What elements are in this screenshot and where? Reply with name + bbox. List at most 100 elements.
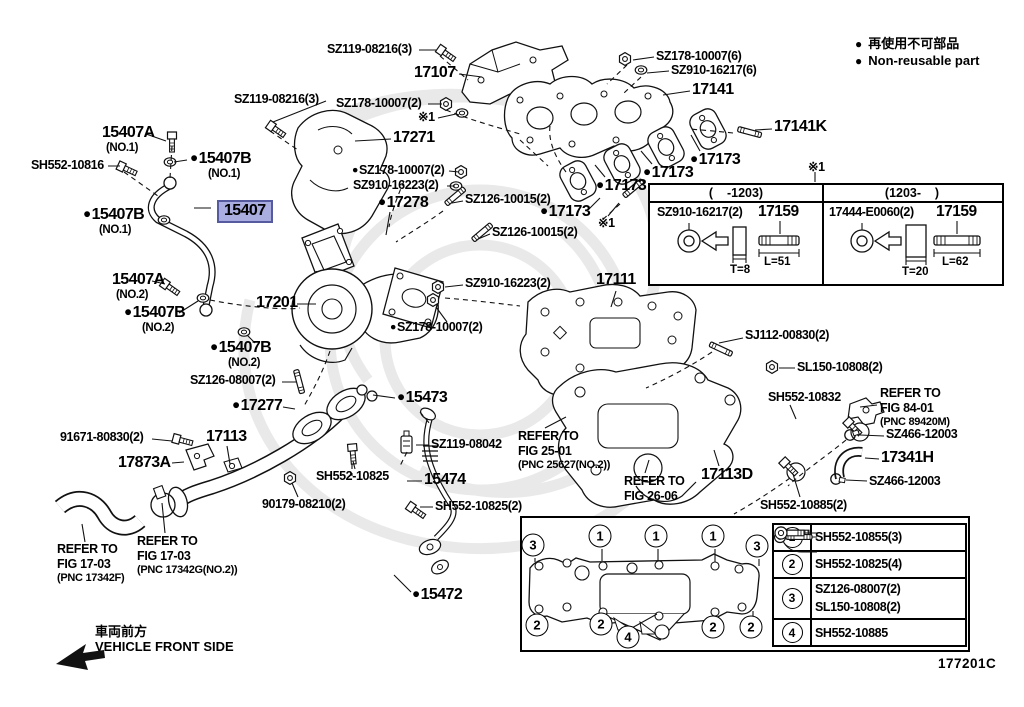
part-number-text: 17173 [698,151,741,168]
part-number-text: SZ466-12003 [886,427,958,441]
figure-code: 177201C [938,656,997,671]
variant-table-divider [822,185,824,284]
part-number-text: ※1 [808,160,825,174]
part-label-15407b: ●15407B [210,339,272,356]
part-label-17201: 17201 [256,295,298,311]
part-number-text: SZ466-12003 [869,474,941,488]
part-label-17141k: 17141K [774,118,827,135]
part-label-17271: 17271 [393,130,435,146]
part-number-text: 91671-80830(2) [60,430,144,444]
non-reusable-bullet: ● [232,397,240,412]
part-label-sz178-10007-2: SZ178-10007(2) [336,97,422,110]
variant-table: ( -1203) (1203- ) SZ910-16217(2) 17159 1… [648,183,1004,286]
part-number-text: 15473 [405,389,448,406]
variant-length-early: L=51 [764,256,791,268]
part-label-sl150-10808-2: SL150-10808(2) [797,361,883,374]
variant-table-icons [677,221,981,265]
hose-fig1703 [54,490,146,536]
part-label-90179-08210-2: 90179-08210(2) [262,497,346,511]
part-number-text: SZ119-08216(3) [234,92,319,106]
part-number-text: 15407B [198,150,252,167]
non-reusable-bullet: ● [855,37,863,51]
part-label-sh552-10825: SH552-10825 [316,470,389,483]
part-number-text: SH552-10825 [316,469,389,483]
part-number-text: 17173 [548,203,591,220]
part-label-15407b: ●15407B [190,150,252,167]
valve-sz119-08042 [400,430,413,454]
part-number-text: 17201 [256,294,298,311]
hose-17341h [834,446,863,480]
part-number-text: SH552-10816 [31,158,104,172]
legend-en: Non-reusable part [868,52,980,68]
part-label-15407b: ●15407B [83,206,145,223]
housing-17113d [551,362,742,508]
variant-table-header-divider [650,201,1002,203]
part-number-text: SZ910-16223(2) [353,178,439,192]
part-number-text: 90179-08210(2) [262,497,346,511]
part-number-text: SZ178-10007(2) [359,163,445,177]
part-label-sz466-12003: SZ466-12003 [886,427,958,441]
fastener-row-4: 4 SH552-10885 [774,526,965,645]
part-label-sz126-10015-2: SZ126-10015(2) [465,192,551,206]
part-number-text: 15407B [91,206,145,223]
fastener-table: 1 SH552-10855(3) 2 [520,516,970,652]
non-reusable-bullet: ● [412,586,420,601]
part-label-sz119-08216-3: SZ119-08216(3) [327,43,412,56]
part-label-sz178-10007-6: SZ178-10007(6) [656,50,742,63]
oil-pipe-15474 [356,384,457,575]
part-number-text: 15407B [218,339,272,356]
part-label-17873a: 17873A [118,454,171,471]
part-label-sj112-00830-2: SJ112-00830(2) [745,329,829,342]
heat-insulator-17271 [291,109,391,235]
fastener-legend: 1 SH552-10855(3) 2 [772,523,967,647]
fastener-part: SH552-10885 [815,625,888,640]
part-label-sz178-10007-2: ●SZ178-10007(2) [352,163,445,177]
part-number-text: 15407A [102,124,155,141]
variant-thickness-early: T=8 [730,264,751,276]
part-label-sh552-10832: SH552-10832 [768,391,841,404]
vehicle-front-arrow-icon [56,644,105,670]
part-label-1: ※1 [418,111,435,124]
part-number-text: SZ910-16223(2) [465,276,551,290]
part-label-sh552-10825-2: SH552-10825(2) [435,500,522,513]
part-label-sz910-16223-2: SZ910-16223(2) [465,276,551,290]
front-pipe-17113 [167,387,366,518]
part-label-17113: 17113 [206,429,247,445]
part-label-1: ※1 [598,217,615,230]
part-number-text: SZ119-08216(3) [327,42,412,56]
part-number-text: 15407 [224,202,266,219]
part-number-text: SH552-10885(2) [760,498,847,512]
part-number-text: SZ178-10007(2) [397,320,483,334]
part-label-17111: 17111 [596,272,636,288]
part-number-text: 17873A [118,454,171,471]
highlighted-part-label-15407[interactable]: 15407 [217,200,273,223]
part-number-text: 17113D [701,466,753,483]
part-label-sh552-10816: SH552-10816 [31,159,104,172]
part-number-text: 15472 [420,586,463,603]
part-label-sz119-08042: SZ119-08042 [431,438,502,451]
part-label-sh552-10885-2: SH552-10885(2) [760,499,847,512]
part-number-text: 17141K [774,118,827,135]
part-label-sz178-10007-2: ●SZ178-10007(2) [390,320,483,334]
non-reusable-bullet: ● [210,339,218,354]
part-number-text: SZ126-10015(2) [492,225,578,239]
non-reusable-bullet: ● [83,206,91,221]
fastener-part: SL150-10808(2) [815,600,901,615]
part-number-text: 17173 [651,164,694,181]
non-reusable-bullet: ● [643,164,651,179]
part-label-17278: ●17278 [378,195,429,211]
non-reusable-bullet: ● [390,321,397,333]
part-number-text: SZ119-08042 [431,437,502,451]
non-reusable-bullet: ● [352,164,359,176]
part-number-text: ※1 [418,110,435,124]
variant-period-early: ( -1203) [708,186,764,200]
variant-nut-early: SZ910-16217(2) [657,205,743,219]
part-label-15474: 15474 [424,472,466,488]
non-reusable-bullet: ● [397,389,405,404]
callout-number: 2 [781,553,803,575]
part-number-text: SZ126-10015(2) [465,192,551,206]
part-number-text: SJ112-00830(2) [745,328,830,342]
part-label-1: ※1 [808,161,825,174]
part-label-sz910-16217-6: SZ910-16217(6) [671,64,757,77]
